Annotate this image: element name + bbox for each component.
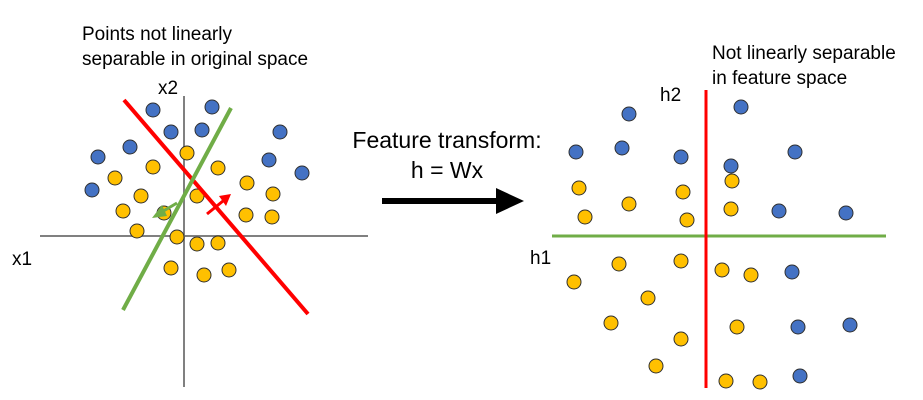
blue-point bbox=[733, 99, 749, 115]
yellow-point bbox=[239, 175, 255, 191]
right-points bbox=[566, 99, 858, 390]
yellow-point bbox=[210, 235, 226, 251]
blue-point bbox=[163, 124, 179, 140]
yellow-point bbox=[129, 223, 145, 239]
yellow-point bbox=[752, 374, 768, 390]
blue-point bbox=[84, 182, 100, 198]
yellow-point bbox=[714, 262, 730, 278]
yellow-point bbox=[743, 267, 759, 283]
yellow-point bbox=[189, 236, 205, 252]
yellow-point bbox=[718, 373, 734, 389]
blue-point bbox=[294, 165, 310, 181]
blue-point bbox=[90, 149, 106, 165]
yellow-point bbox=[729, 319, 745, 335]
blue-point bbox=[614, 140, 630, 156]
blue-point bbox=[194, 122, 210, 138]
yellow-point bbox=[169, 229, 185, 245]
yellow-point bbox=[611, 256, 627, 272]
yellow-point bbox=[675, 184, 691, 200]
blue-point bbox=[272, 124, 288, 140]
yellow-point bbox=[621, 196, 637, 212]
yellow-point bbox=[196, 267, 212, 283]
yellow-point bbox=[264, 209, 280, 225]
blue-point bbox=[261, 152, 277, 168]
blue-point bbox=[568, 144, 584, 160]
right-caption-line2: in feature space bbox=[712, 68, 847, 89]
blue-point bbox=[723, 158, 739, 174]
left-points bbox=[84, 99, 310, 283]
transform-block: Feature transform: h = Wx bbox=[352, 127, 542, 214]
yellow-point bbox=[238, 207, 254, 223]
right-y-axis-label: h2 bbox=[660, 85, 681, 106]
transform-title: Feature transform: bbox=[352, 127, 541, 153]
yellow-point bbox=[640, 290, 656, 306]
blue-point bbox=[838, 205, 854, 221]
left-x-axis-label: x1 bbox=[12, 249, 32, 270]
yellow-point bbox=[133, 188, 149, 204]
blue-point bbox=[673, 149, 689, 165]
yellow-point bbox=[577, 209, 593, 225]
red-normal-arrow bbox=[206, 194, 231, 216]
yellow-point bbox=[679, 212, 695, 228]
left-y-axis-label: x2 bbox=[158, 78, 178, 99]
yellow-point bbox=[179, 145, 195, 161]
blue-point bbox=[204, 99, 220, 115]
yellow-point bbox=[571, 180, 587, 196]
yellow-point bbox=[115, 203, 131, 219]
green-normal-arrow bbox=[152, 201, 178, 218]
blue-point bbox=[792, 368, 808, 384]
yellow-point bbox=[603, 315, 619, 331]
blue-point bbox=[787, 144, 803, 160]
yellow-point bbox=[145, 159, 161, 175]
yellow-point bbox=[648, 358, 664, 374]
blue-point bbox=[122, 139, 138, 155]
blue-point bbox=[790, 319, 806, 335]
blue-point bbox=[784, 264, 800, 280]
transform-arrow bbox=[382, 188, 524, 214]
yellow-point bbox=[566, 274, 582, 290]
yellow-point bbox=[210, 160, 226, 176]
yellow-point bbox=[265, 186, 281, 202]
yellow-point bbox=[163, 260, 179, 276]
right-caption-line1: Not linearly separable bbox=[712, 43, 896, 64]
right-x-axis-label: h1 bbox=[530, 248, 551, 269]
green-separator-line bbox=[121, 107, 233, 311]
right-panel: Not linearly separable in feature space … bbox=[530, 43, 896, 390]
blue-point bbox=[771, 203, 787, 219]
yellow-point bbox=[723, 201, 739, 217]
left-caption-line1: Points not linearly bbox=[82, 24, 232, 45]
yellow-point bbox=[673, 253, 689, 269]
blue-point bbox=[145, 102, 161, 118]
left-panel: Points not linearly separable in origina… bbox=[12, 24, 368, 387]
yellow-point bbox=[724, 173, 740, 189]
blue-point bbox=[842, 317, 858, 333]
yellow-point bbox=[221, 262, 237, 278]
blue-point bbox=[621, 106, 637, 122]
yellow-point bbox=[673, 331, 689, 347]
transform-equation: h = Wx bbox=[411, 157, 484, 183]
left-caption-line2: separable in original space bbox=[82, 49, 308, 70]
yellow-point bbox=[107, 170, 123, 186]
